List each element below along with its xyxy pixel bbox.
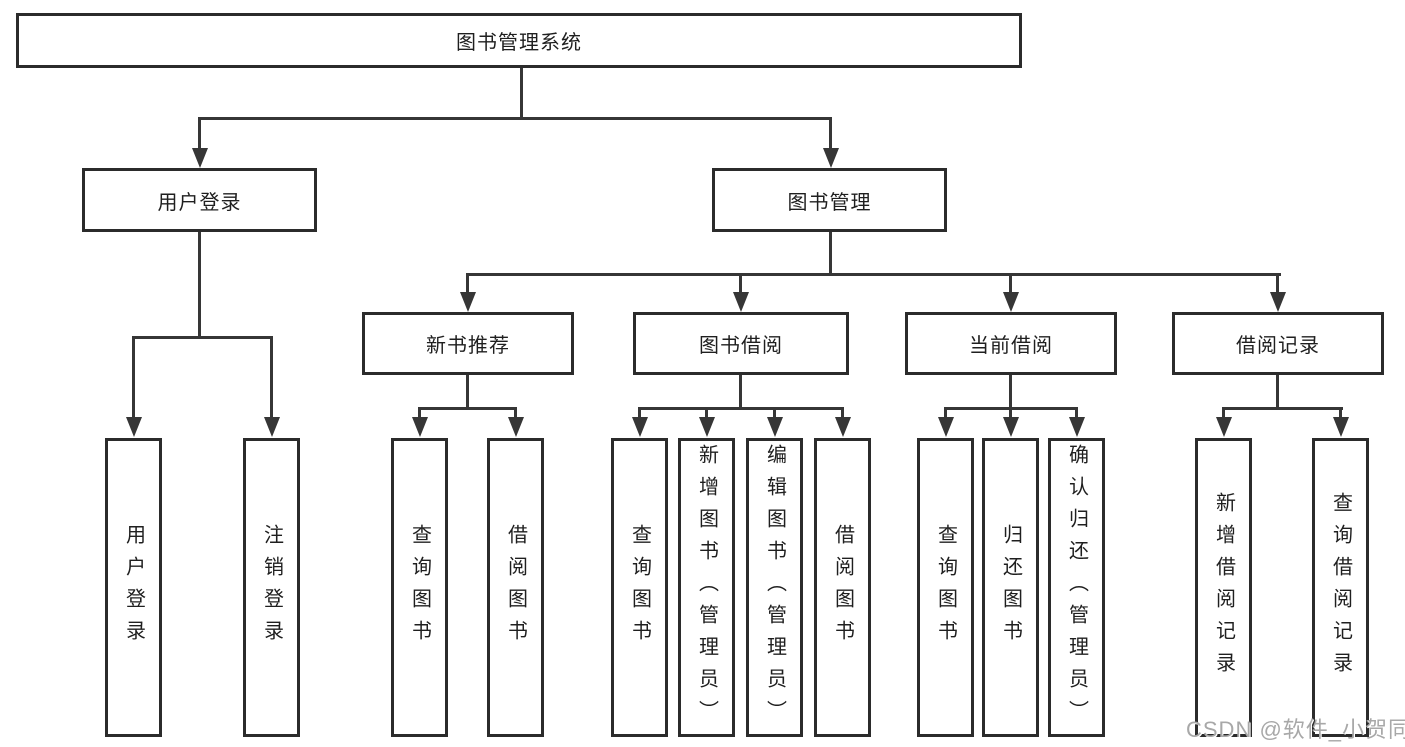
node-label: 图书管理 <box>787 191 872 214</box>
csdn-watermark: CSDN @软件_小贺同学 <box>1186 717 1405 742</box>
arrow-shaft-line <box>132 336 135 417</box>
arrow-shaft-line <box>841 407 844 419</box>
node-label: 用户登录 <box>157 191 242 214</box>
arrow-down-icon <box>699 417 715 437</box>
node-book-management: 图书管理 <box>712 168 947 232</box>
node-library-management-system: 图书管理系统 <box>16 13 1022 68</box>
arrow-shaft-line <box>198 117 201 150</box>
leaf-label: 新增图书（管理员） <box>695 443 718 732</box>
new-book-stem-line <box>466 375 469 407</box>
leaf-label: 查询图书 <box>934 523 957 652</box>
arrow-down-icon <box>508 417 524 437</box>
arrow-down-icon <box>126 417 142 437</box>
node-borrow-record: 借阅记录 <box>1172 312 1384 375</box>
arrow-down-icon <box>835 417 851 437</box>
arrow-down-icon <box>733 292 749 312</box>
leaf-user-login: 用户登录 <box>105 438 162 737</box>
arrow-down-icon <box>938 417 954 437</box>
arrow-down-icon <box>460 292 476 312</box>
arrow-shaft-line <box>1222 407 1225 419</box>
arrow-down-icon <box>1333 417 1349 437</box>
arrow-shaft-line <box>739 273 742 294</box>
borrow-record-branch-line <box>1222 407 1343 410</box>
leaf-query-borrow-record: 查询借阅记录 <box>1312 438 1369 737</box>
leaf-label: 归还图书 <box>999 523 1022 652</box>
arrow-shaft-line <box>1276 273 1279 294</box>
root-branch-line <box>198 117 832 120</box>
arrow-shaft-line <box>1339 407 1342 419</box>
user-login-stem-line <box>198 232 201 336</box>
arrow-down-icon <box>1003 292 1019 312</box>
leaf-add-borrow-record: 新增借阅记录 <box>1195 438 1252 737</box>
arrow-shaft-line <box>773 407 776 419</box>
node-label: 图书管理系统 <box>456 32 582 54</box>
arrow-down-icon <box>823 148 839 168</box>
leaf-label: 新增借阅记录 <box>1212 491 1235 684</box>
book-management-stem-line <box>829 232 832 273</box>
leaf-return-book: 归还图书 <box>982 438 1039 737</box>
leaf-label: 借阅图书 <box>831 523 854 652</box>
node-label: 当前借阅 <box>969 335 1053 357</box>
book-borrow-stem-line <box>739 375 742 407</box>
arrow-down-icon <box>1270 292 1286 312</box>
node-label: 图书借阅 <box>699 335 783 357</box>
node-book-borrow: 图书借阅 <box>633 312 849 375</box>
arrow-shaft-line <box>705 407 708 419</box>
arrow-down-icon <box>192 148 208 168</box>
arrow-shaft-line <box>466 273 469 294</box>
arrow-shaft-line <box>418 407 421 419</box>
arrow-shaft-line <box>1009 407 1012 419</box>
arrow-down-icon <box>412 417 428 437</box>
leaf-label: 确认归还（管理员） <box>1065 443 1088 732</box>
arrow-down-icon <box>632 417 648 437</box>
leaf-query-book-2: 查询图书 <box>611 438 668 737</box>
arrow-shaft-line <box>1075 407 1078 419</box>
node-label: 新书推荐 <box>426 335 510 357</box>
leaf-query-book-3: 查询图书 <box>917 438 974 737</box>
arrow-shaft-line <box>1009 273 1012 294</box>
book-borrow-branch-line <box>638 407 844 410</box>
arrow-shaft-line <box>270 336 273 417</box>
node-user-login: 用户登录 <box>82 168 317 232</box>
arrow-down-icon <box>264 417 280 437</box>
leaf-label: 借阅图书 <box>504 523 527 652</box>
leaf-confirm-return-admin: 确认归还（管理员） <box>1048 438 1105 737</box>
leaf-borrow-book-1: 借阅图书 <box>487 438 544 737</box>
arrow-down-icon <box>1216 417 1232 437</box>
root-stem-line <box>520 68 523 117</box>
borrow-record-stem-line <box>1276 375 1279 407</box>
arrow-down-icon <box>1003 417 1019 437</box>
leaf-label: 用户登录 <box>122 523 145 652</box>
leaf-label: 查询借阅记录 <box>1329 491 1352 684</box>
arrow-down-icon <box>767 417 783 437</box>
arrow-shaft-line <box>514 407 517 419</box>
leaf-label: 查询图书 <box>408 523 431 652</box>
new-book-branch-line <box>418 407 517 410</box>
leaf-borrow-book-2: 借阅图书 <box>814 438 871 737</box>
arrow-shaft-line <box>944 407 947 419</box>
node-current-borrow: 当前借阅 <box>905 312 1117 375</box>
leaf-add-book-admin: 新增图书（管理员） <box>678 438 735 737</box>
node-label: 借阅记录 <box>1236 335 1320 357</box>
book-management-branch-line <box>466 273 1281 276</box>
node-new-book-recommend: 新书推荐 <box>362 312 574 375</box>
leaf-label: 查询图书 <box>628 523 651 652</box>
arrow-shaft-line <box>638 407 641 419</box>
current-borrow-stem-line <box>1009 375 1012 407</box>
leaf-query-book-1: 查询图书 <box>391 438 448 737</box>
user-login-branch-line <box>132 336 273 339</box>
leaf-edit-book-admin: 编辑图书（管理员） <box>746 438 803 737</box>
arrow-shaft-line <box>829 117 832 150</box>
leaf-label: 注销登录 <box>260 523 283 652</box>
arrow-down-icon <box>1069 417 1085 437</box>
leaf-label: 编辑图书（管理员） <box>763 443 786 732</box>
leaf-logout: 注销登录 <box>243 438 300 737</box>
